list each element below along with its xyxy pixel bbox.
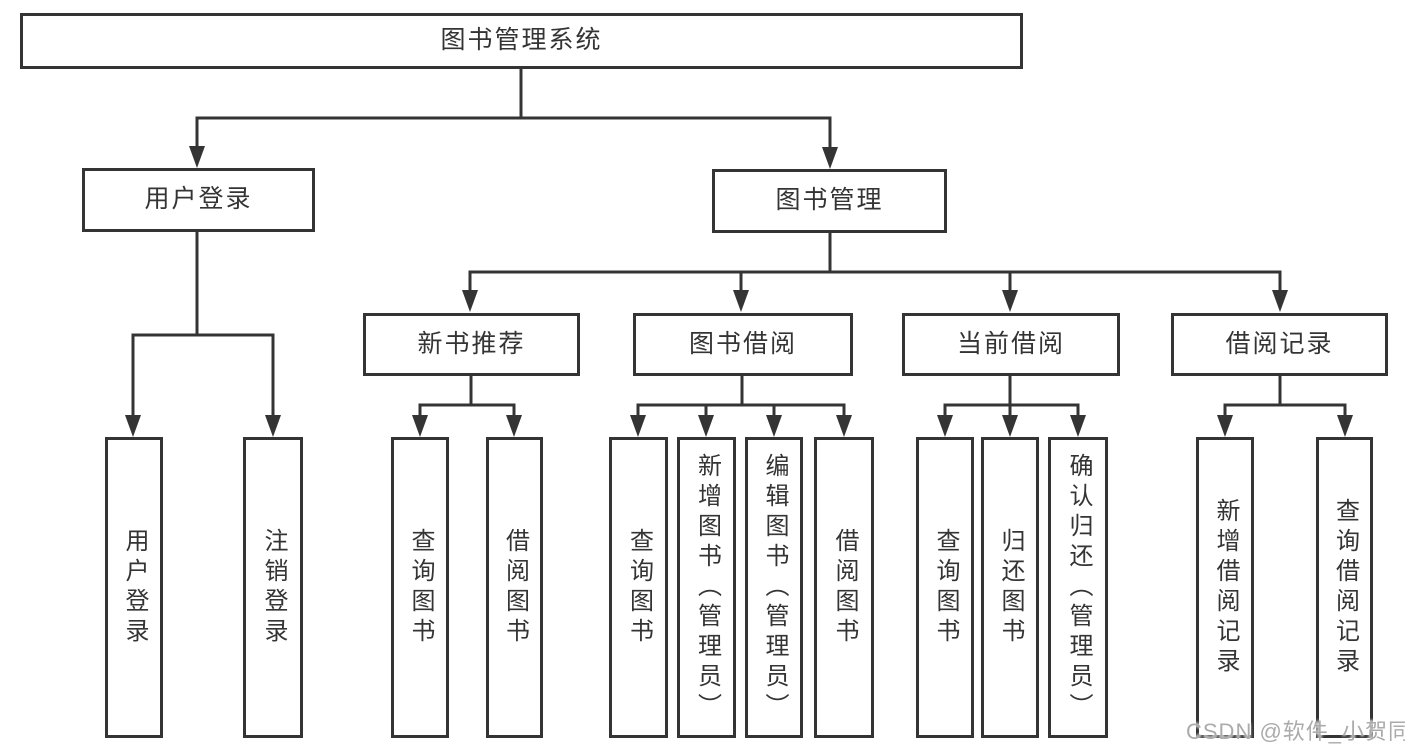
leaf-borrow-borrow-books: 借阅图书	[814, 437, 874, 738]
leaf-borrow-add-books-admin: 新增图书（管理员）	[677, 437, 736, 738]
leaf-newbook-borrow-books: 借阅图书	[486, 437, 543, 738]
node-new-book-recommend: 新书推荐	[363, 313, 580, 376]
leaf-current-confirm-return-admin: 确认归还（管理员）	[1048, 437, 1108, 738]
csdn-watermark: CSDN @软件_小贺同学	[1186, 719, 1405, 744]
leaf-records-query-record: 查询借阅记录	[1316, 437, 1373, 738]
node-book-borrow: 图书借阅	[633, 313, 853, 376]
node-root: 图书管理系统	[20, 13, 1023, 69]
leaf-borrow-edit-books-admin: 编辑图书（管理员）	[745, 437, 803, 738]
leaf-borrow-query-books: 查询图书	[609, 437, 668, 738]
node-borrow-records: 借阅记录	[1171, 313, 1388, 376]
node-book-management: 图书管理	[712, 169, 947, 233]
leaf-current-query-books: 查询图书	[916, 437, 974, 738]
node-current-borrow: 当前借阅	[902, 313, 1120, 376]
leaf-records-add-record: 新增借阅记录	[1196, 437, 1254, 738]
node-user-login: 用户登录	[82, 168, 315, 232]
leaf-current-return-books: 归还图书	[981, 437, 1039, 738]
leaf-newbook-query-books: 查询图书	[391, 437, 449, 738]
leaf-user-login: 用户登录	[105, 437, 163, 738]
leaf-logout: 注销登录	[243, 437, 303, 738]
